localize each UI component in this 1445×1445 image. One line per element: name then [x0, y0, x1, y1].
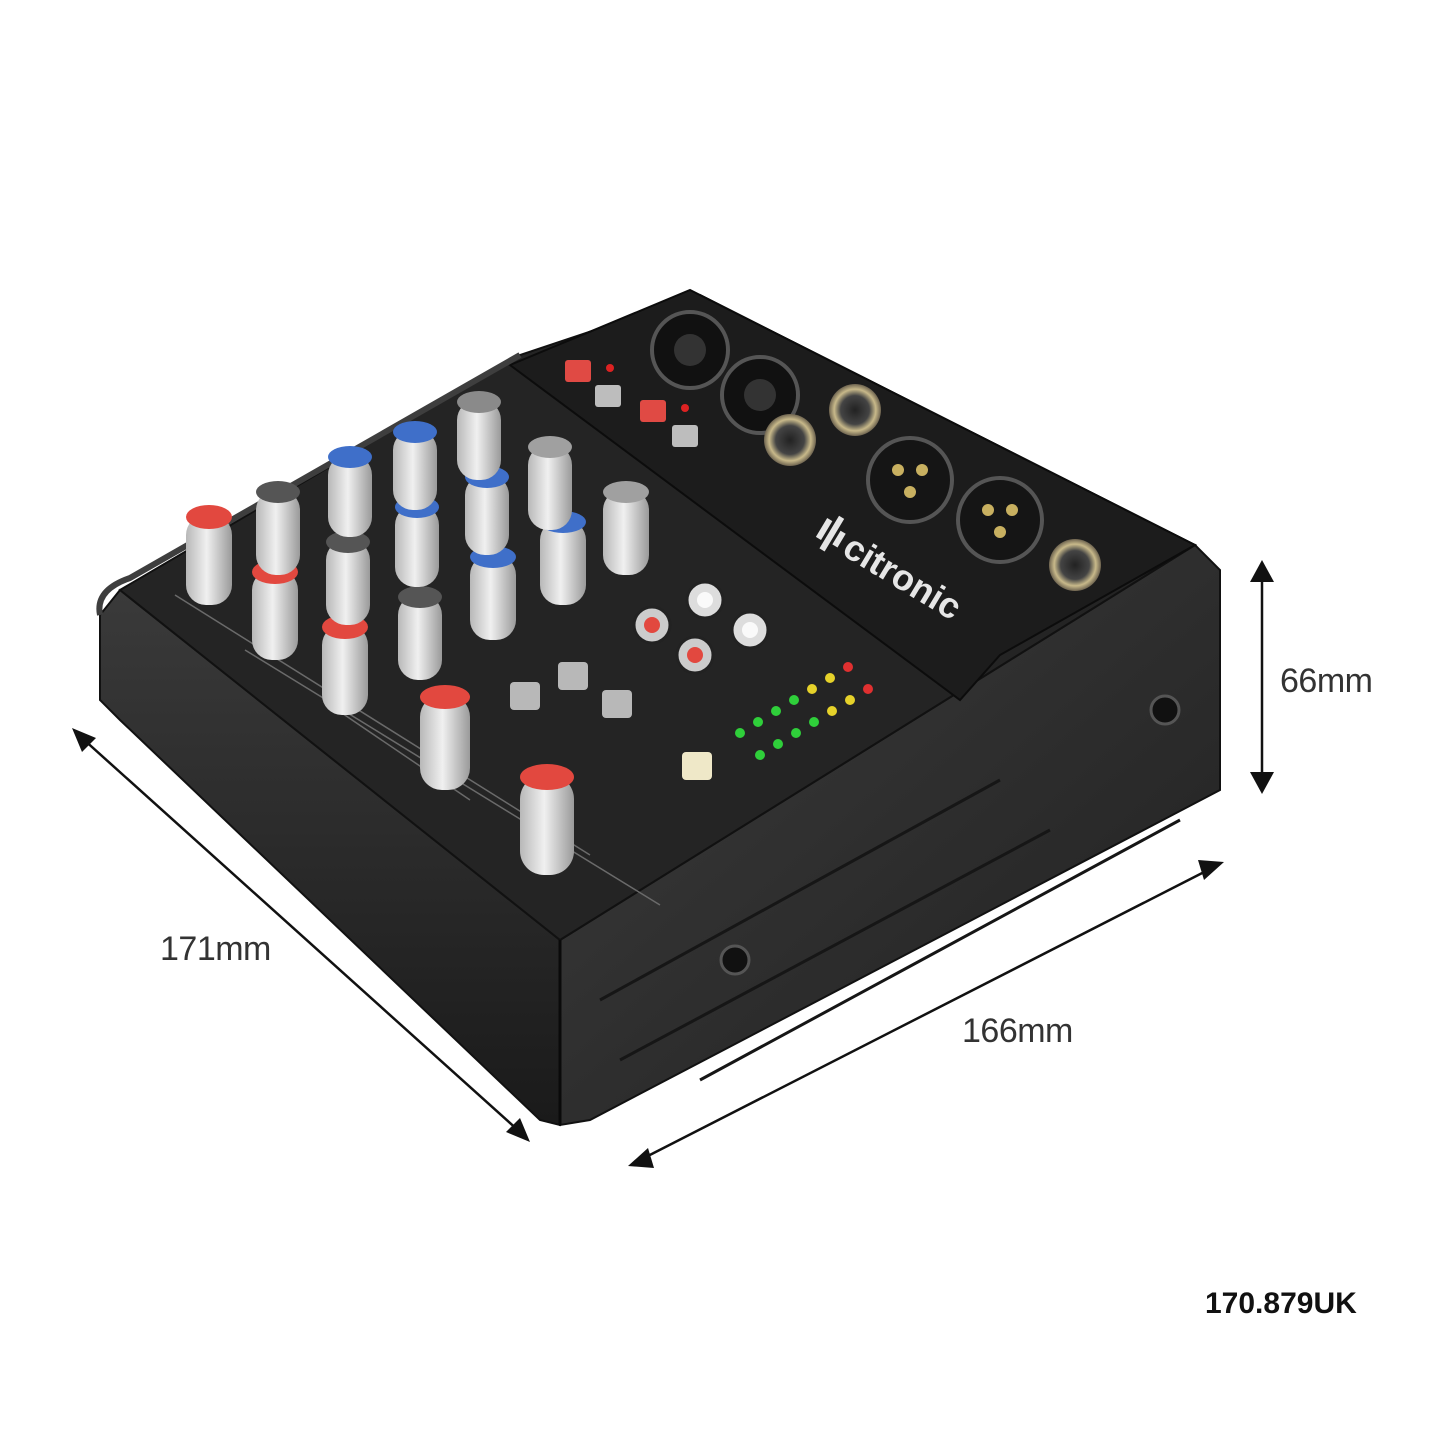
width-arrow	[628, 860, 1224, 1168]
knob	[328, 446, 372, 537]
channel-knobs	[186, 391, 649, 875]
pad-switches	[565, 360, 698, 447]
depth-arrow	[72, 728, 530, 1142]
jack-input-2	[829, 384, 881, 436]
knob	[322, 615, 368, 715]
knob	[256, 481, 300, 575]
knob	[186, 505, 232, 605]
knob	[252, 560, 298, 660]
product-code: 170.879UK	[1205, 1287, 1357, 1320]
height-label: 66mm	[1280, 662, 1373, 700]
routing-buttons	[510, 662, 712, 780]
knob	[465, 466, 509, 555]
knob	[528, 436, 572, 530]
xlr-input-2	[720, 355, 800, 435]
headphone-jack	[1049, 539, 1101, 591]
depth-label: 171mm	[160, 930, 271, 968]
knob	[457, 391, 501, 480]
jack-input-1	[764, 414, 816, 466]
height-arrow	[1250, 560, 1274, 794]
knob	[326, 531, 370, 625]
xlr-input-1	[650, 310, 730, 390]
width-label: 166mm	[962, 1012, 1073, 1050]
xlr-main-out-left	[866, 436, 954, 524]
rca-inputs	[632, 580, 770, 675]
knob	[398, 586, 442, 680]
knob	[420, 685, 470, 790]
xlr-main-out-right	[956, 476, 1044, 564]
knob	[520, 764, 574, 875]
knob	[603, 481, 649, 575]
level-meter-leds	[735, 662, 873, 760]
knob	[470, 546, 516, 640]
knob	[393, 421, 437, 510]
